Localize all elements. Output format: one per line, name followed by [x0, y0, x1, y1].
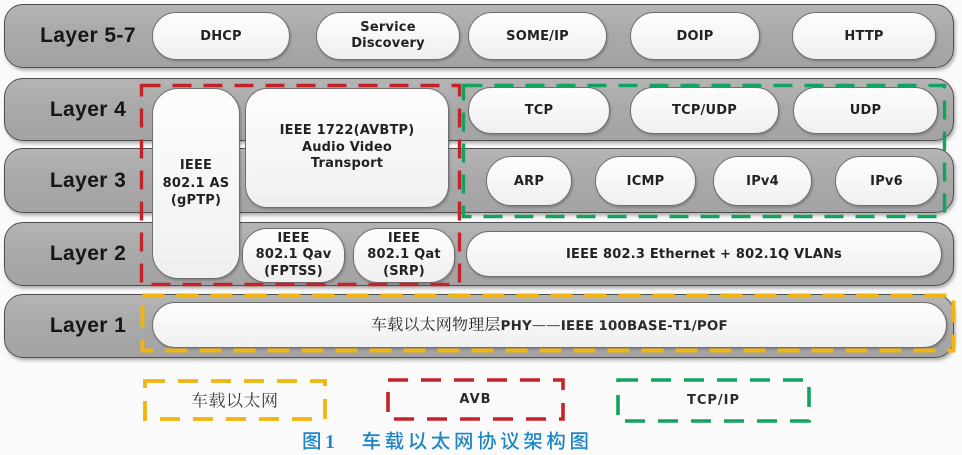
box-label: DOIP [676, 28, 714, 44]
legend-item-avb: AVB [386, 378, 565, 421]
layer-label: Layer 1 [49, 314, 127, 337]
box-label-line: 802.1 AS [162, 175, 230, 191]
box-arp: ARP [486, 156, 572, 206]
box-label-line: (SRP) [383, 263, 425, 279]
layer-label: Layer 5-7 [40, 24, 136, 47]
legend-swatch-automotive-ethernet [143, 379, 327, 421]
box-label-line: 802.1 Qav [255, 247, 332, 263]
box-label-line: (gPTP) [170, 193, 222, 209]
box-phy-layer1 [152, 302, 947, 348]
box-label-line: Service [360, 20, 416, 36]
box-icmp: ICMP [595, 156, 696, 206]
legend-item-automotive-ethernet: 车载以太网 [143, 379, 327, 421]
box-label: IPv4 [746, 173, 779, 189]
box-label-line: IEEE [387, 230, 421, 246]
box-label-line: IEEE [277, 230, 310, 246]
box-dhcp: DHCP [152, 12, 290, 60]
box-label: TCP [524, 103, 554, 118]
box-label-line: Discovery [351, 36, 425, 51]
box-doip: DOIP [630, 12, 760, 60]
box-tcp-udp: TCP/UDP [630, 87, 779, 134]
box-label: SOME/IP [506, 28, 569, 44]
box-label-line: Transport [310, 156, 384, 172]
box-ipv4: IPv4 [713, 156, 812, 206]
box-udp: UDP [793, 87, 938, 134]
box-label-line: (FPTSS) [264, 263, 323, 279]
layer-label: Layer 3 [49, 168, 127, 192]
box-label: UDP [849, 103, 882, 118]
legend-item-tcpip: TCP/IP [616, 378, 811, 423]
box-http: HTTP [792, 12, 936, 60]
figure-caption-glyphs [303, 430, 588, 450]
box-label: TCP/UDP [672, 103, 737, 118]
box-label: IEEE 802.3 Ethernet + 802.1Q VLANs [566, 246, 842, 262]
box-label: DHCP [200, 28, 242, 44]
box-some-ip: SOME/IP [468, 12, 607, 60]
box-ieee-802-3-ethernet: IEEE 802.3 Ethernet + 802.1Q VLANs [466, 231, 942, 277]
legend-label-avb: AVB [459, 392, 492, 407]
box-label-line: Audio Video [301, 139, 393, 155]
legend-swatch-avb [386, 378, 565, 421]
box-label: ARP [513, 173, 545, 189]
box-label-line: IEEE 1722(AVBTP) [279, 123, 415, 139]
layer-label: Layer 4 [49, 97, 127, 121]
legend-swatch-tcpip [616, 378, 811, 423]
box-ipv6: IPv6 [835, 156, 938, 206]
box-label: ICMP [626, 173, 665, 189]
layer-label: Layer 2 [49, 242, 127, 265]
legend-label-tcpip: TCP/IP [686, 393, 741, 408]
box-label-line: 802.1 Qat [367, 247, 441, 263]
box-label: IPv6 [870, 173, 903, 189]
box-label-line: IEEE [179, 158, 213, 174]
box-tcp: TCP [468, 87, 610, 134]
box-label: HTTP [844, 28, 884, 44]
